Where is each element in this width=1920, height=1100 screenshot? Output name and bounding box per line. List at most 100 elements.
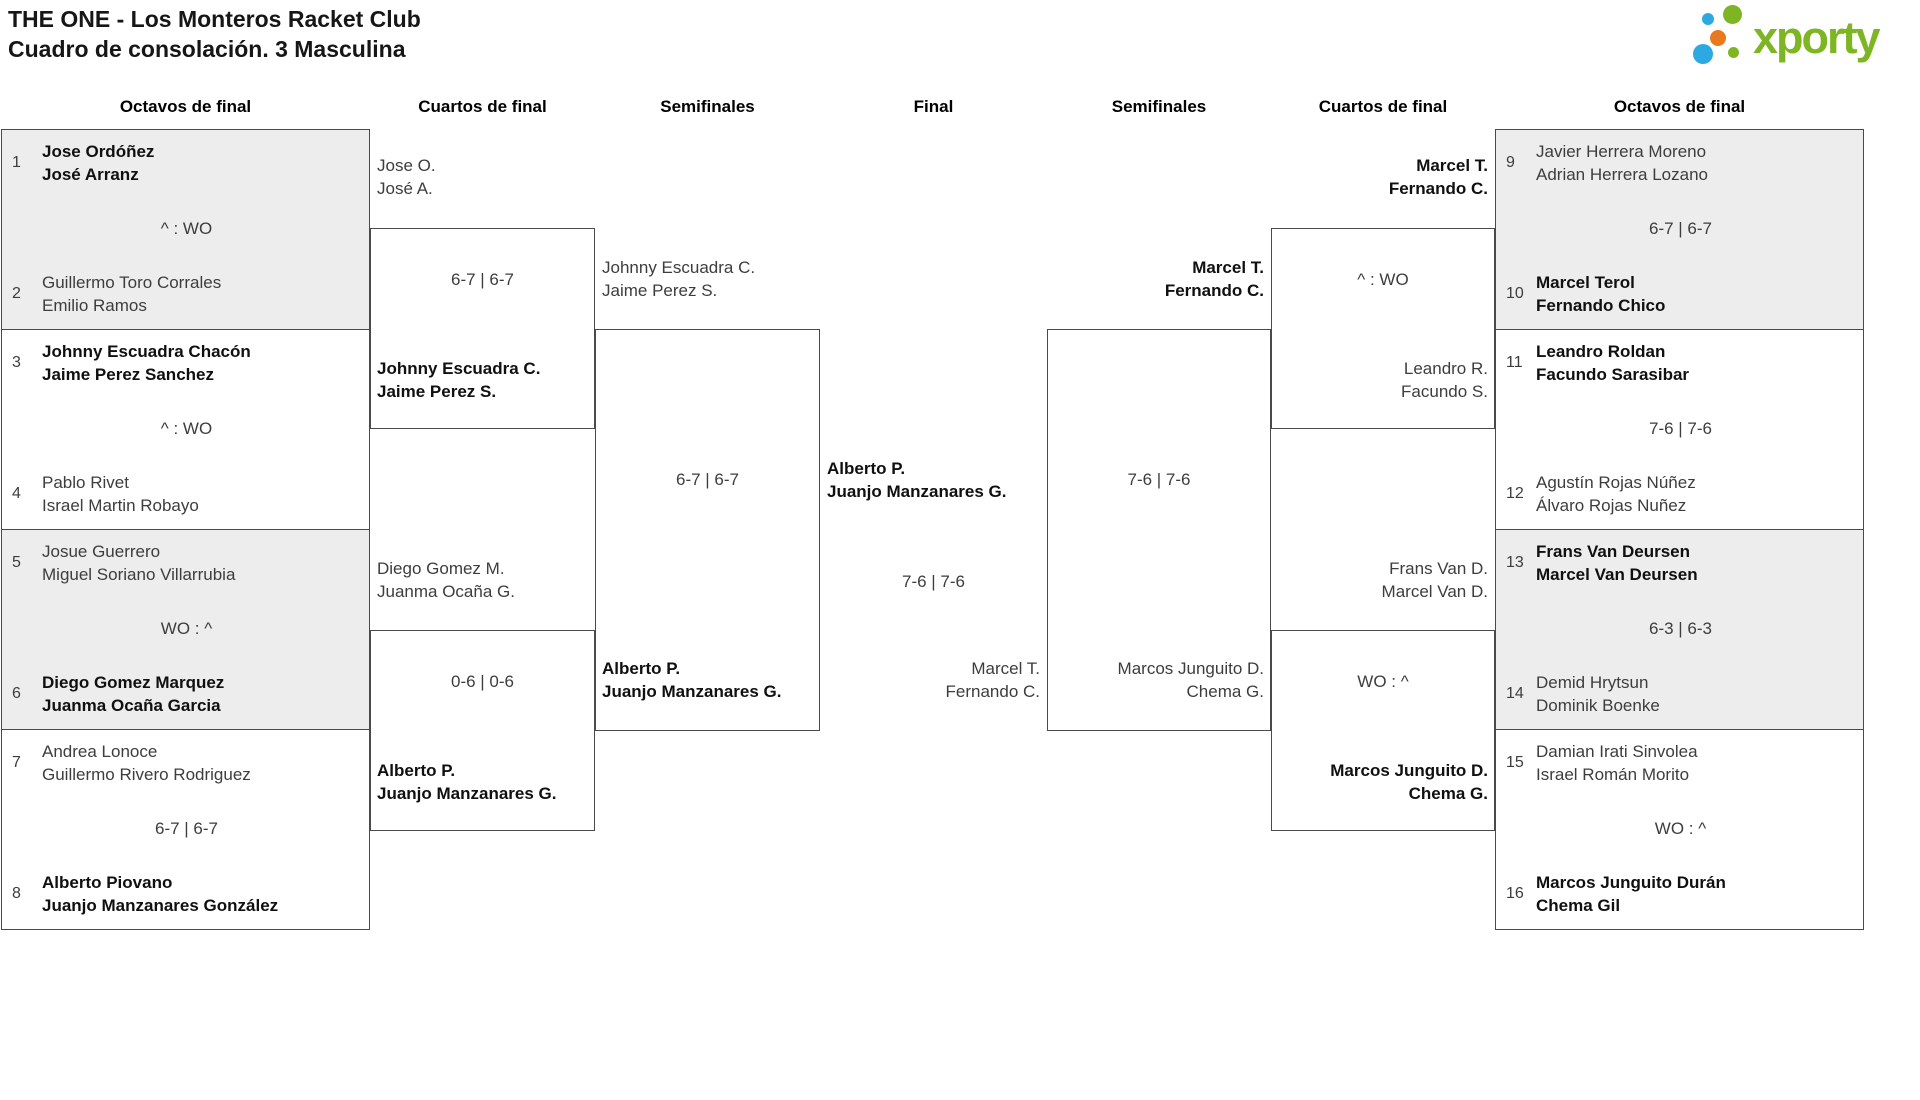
player-name: Fernando C.: [945, 682, 1041, 701]
player-name: Leandro R.: [1403, 359, 1488, 378]
seed-number: 1: [12, 154, 21, 171]
seed-number: 8: [12, 885, 21, 902]
team-name: Johnny Escuadra C. Jaime Perez S.: [377, 357, 588, 403]
team-row: 2 Guillermo Toro Corrales Emilio Ramos: [12, 271, 361, 317]
match-score: 6-7 | 6-7: [450, 270, 514, 289]
match-score: 7-6 | 7-6: [1648, 419, 1712, 438]
player-name: Emilio Ramos: [42, 296, 147, 315]
seed-number: 14: [1506, 685, 1524, 702]
team-name: Marcel T. Fernando C.: [1054, 256, 1264, 302]
player-name: Jaime Perez S.: [377, 382, 497, 401]
player-name: Facundo Sarasibar: [1536, 365, 1690, 384]
team-name: Marcel T. Fernando C.: [1278, 154, 1488, 200]
team-row: 16 Marcos Junguito Durán Chema Gil: [1506, 871, 1855, 917]
player-name: Alberto P.: [602, 659, 681, 678]
player-name: Fernando C.: [1388, 179, 1488, 198]
team-name: Alberto P. Juanjo Manzanares G.: [602, 657, 813, 703]
team-row: 7 Andrea Lonoce Guillermo Rivero Rodrigu…: [12, 740, 361, 786]
team-name: Johnny Escuadra Chacón Jaime Perez Sanch…: [42, 340, 251, 386]
player-name: Marcel Terol: [1536, 273, 1635, 292]
round-header-octavos-right: Octavos de final: [1613, 97, 1746, 116]
team-name: Marcos Junguito Durán Chema Gil: [1536, 871, 1726, 917]
match-score: 6-7 | 6-7: [675, 470, 739, 489]
team-row: 10 Marcel Terol Fernando Chico: [1506, 271, 1855, 317]
player-name: Marcel T.: [1192, 258, 1264, 277]
seed-number: 6: [12, 685, 21, 702]
player-name: Jose O.: [377, 156, 436, 175]
logo-wordmark: xporty: [1753, 12, 1881, 63]
player-name: Juanma Ocaña Garcia: [42, 696, 221, 715]
round-header-cuartos-left: Cuartos de final: [418, 97, 547, 116]
player-name: Fernando C.: [1164, 281, 1264, 300]
team-name: Demid Hrytsun Dominik Boenke: [1536, 671, 1660, 717]
player-name: Chema Gil: [1536, 896, 1621, 915]
seed-number: 10: [1506, 285, 1524, 302]
player-name: Marcel Van D.: [1381, 582, 1488, 601]
semifinal-right-box: [1047, 329, 1271, 731]
team-name: Leandro Roldan Facundo Sarasibar: [1536, 340, 1689, 386]
team-name: Jose O. José A.: [377, 154, 588, 200]
team-name: Marcos Junguito D. Chema G.: [1054, 657, 1264, 703]
player-name: Juanjo Manzanares G.: [377, 784, 557, 803]
player-name: Javier Herrera Moreno: [1536, 142, 1707, 161]
match-score: 0-6 | 0-6: [450, 672, 514, 691]
team-name: Guillermo Toro Corrales Emilio Ramos: [42, 271, 221, 317]
match-score: WO : ^: [1357, 672, 1409, 691]
team-name: Pablo Rivet Israel Martin Robayo: [42, 471, 199, 517]
round-header-final: Final: [913, 97, 954, 116]
round-header-cuartos-right: Cuartos de final: [1318, 97, 1448, 116]
player-name: Josue Guerrero: [42, 542, 161, 561]
match-box-11-12: 11 Leandro Roldan Facundo Sarasibar 7-6 …: [1495, 329, 1864, 530]
player-name: Fernando Chico: [1536, 296, 1666, 315]
match-box-9-10: 9 Javier Herrera Moreno Adrian Herrera L…: [1495, 129, 1864, 330]
team-row: 11 Leandro Roldan Facundo Sarasibar: [1506, 340, 1855, 386]
quarterfinal-right-1-box: [1271, 228, 1495, 429]
player-name: Juanma Ocaña G.: [377, 582, 515, 601]
team-row: 3 Johnny Escuadra Chacón Jaime Perez San…: [12, 340, 361, 386]
player-name: Alberto Piovano: [42, 873, 173, 892]
team-name: Diego Gomez M. Juanma Ocaña G.: [377, 557, 588, 603]
player-name: Johnny Escuadra C.: [377, 359, 541, 378]
team-name: Javier Herrera Moreno Adrian Herrera Loz…: [1536, 140, 1708, 186]
player-name: Frans Van Deursen: [1536, 542, 1691, 561]
team-name: Johnny Escuadra C. Jaime Perez S.: [602, 256, 813, 302]
team-name: Marcel Terol Fernando Chico: [1536, 271, 1665, 317]
player-name: Jaime Perez S.: [602, 281, 718, 300]
player-name: Pablo Rivet: [42, 473, 129, 492]
quarterfinal-right-2-box: [1271, 630, 1495, 831]
player-name: Marcel T.: [1416, 156, 1488, 175]
match-score: 6-7 | 6-7: [1648, 219, 1712, 238]
match-box-13-14: 13 Frans Van Deursen Marcel Van Deursen …: [1495, 529, 1864, 730]
logo-dot-green-small: [1728, 47, 1739, 58]
match-score: ^ : WO: [160, 419, 213, 438]
player-name: Marcel T.: [971, 659, 1040, 678]
seed-number: 16: [1506, 885, 1524, 902]
seed-number: 12: [1506, 485, 1524, 502]
quarterfinal-left-1-box: [370, 228, 595, 429]
team-row: 4 Pablo Rivet Israel Martin Robayo: [12, 471, 361, 517]
team-name: Alberto P. Juanjo Manzanares G.: [377, 759, 588, 805]
match-box-3-4: 3 Johnny Escuadra Chacón Jaime Perez San…: [1, 329, 370, 530]
team-name: Alberto Piovano Juanjo Manzanares Gonzál…: [42, 871, 278, 917]
player-name: Andrea Lonoce: [42, 742, 158, 761]
seed-number: 7: [12, 754, 21, 771]
seed-number: 9: [1506, 154, 1515, 171]
player-name: Marcos Junguito Durán: [1536, 873, 1726, 892]
player-name: Facundo S.: [1401, 382, 1488, 401]
player-name: Chema G.: [1186, 682, 1264, 701]
match-box-1-2: 1 Jose Ordóñez José Arranz ^ : WO 2 Guil…: [1, 129, 370, 330]
page-title-line1: THE ONE - Los Monteros Racket Club: [8, 6, 421, 32]
team-name: Frans Van D. Marcel Van D.: [1278, 557, 1488, 603]
player-name: Demid Hrytsun: [1536, 673, 1649, 692]
seed-number: 11: [1506, 354, 1523, 371]
team-row: 14 Demid Hrytsun Dominik Boenke: [1506, 671, 1855, 717]
team-name: Agustín Rojas Núñez Álvaro Rojas Nuñez: [1536, 471, 1696, 517]
seed-number: 15: [1506, 754, 1524, 771]
match-score: WO : ^: [1654, 819, 1707, 838]
player-name: José Arranz: [42, 165, 139, 184]
team-row: 13 Frans Van Deursen Marcel Van Deursen: [1506, 540, 1855, 586]
page-title: THE ONE - Los Monteros Racket Club Cuadr…: [8, 4, 421, 64]
xporty-logo[interactable]: xporty: [1690, 2, 1918, 70]
player-name: Frans Van D.: [1389, 559, 1488, 578]
